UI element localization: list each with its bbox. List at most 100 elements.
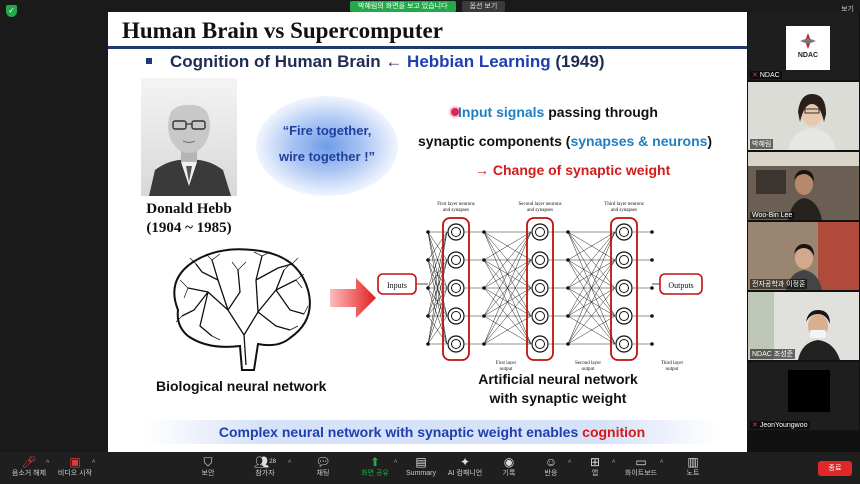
person-name-line1: Donald Hebb	[146, 201, 232, 217]
input-signals-highlight: Input signals	[458, 104, 545, 120]
neuron-core	[619, 227, 629, 237]
layer-3-box	[610, 217, 638, 361]
shield-icon: ⛉	[203, 455, 213, 469]
node-dot	[426, 314, 430, 318]
layer1-caption-line2: and synapses	[443, 208, 469, 213]
participants-label: 참가자	[255, 470, 275, 477]
reactions-button[interactable]: ☺ 반응	[528, 455, 574, 479]
node-dot	[482, 230, 486, 234]
node-dot	[426, 258, 430, 262]
neuron	[615, 223, 633, 241]
layer2-output-line2: output	[582, 367, 595, 372]
neuron	[447, 307, 465, 325]
meeting-toolbar: 🎤︎ 음소거 해제 ^ ▣ 비디오 시작 ^ ⛉ 보안 👥︎28 참가자 ^ 💬…	[0, 452, 860, 484]
synapse-connection	[567, 231, 616, 289]
view-menu-button[interactable]: 보기	[841, 6, 854, 13]
video-off-icon: ▣	[69, 455, 81, 469]
whiteboard-caret-icon[interactable]: ^	[660, 460, 664, 467]
share-screen-label: 화면 공유	[361, 470, 389, 477]
security-shield-icon[interactable]: ✓	[6, 5, 17, 17]
security-button[interactable]: ⛉ 보안	[185, 455, 231, 479]
share-banner: 박혜림의 화면을 보고 있습니다 옵션 보기	[350, 0, 506, 12]
unmute-button[interactable]: 🎤︎ 음소거 해제	[6, 455, 52, 479]
node-dot	[650, 258, 654, 262]
chat-button[interactable]: 💬︎ 채팅	[300, 455, 346, 479]
conclusion-main: Complex neural network with synaptic wei…	[218, 424, 583, 440]
chat-label: 채팅	[316, 470, 330, 477]
node-dot	[650, 230, 654, 234]
ann-svg: Inputs Outputs First layer neurons and s…	[377, 202, 703, 372]
node-dot	[482, 286, 486, 290]
share-screen-button[interactable]: ⬆ 화면 공유	[352, 455, 398, 479]
ndac-logo-text: NDAC	[797, 52, 819, 59]
security-label: 보안	[201, 470, 215, 477]
neuron	[447, 279, 465, 297]
apps-button[interactable]: ⊞ 앱	[572, 455, 618, 479]
node-dot	[482, 314, 486, 318]
inputs-label: Inputs	[387, 281, 407, 290]
node-dot	[566, 286, 570, 290]
participant-name-text: NDAC 조성준	[752, 351, 794, 358]
participant-name: ✕JeonYoungwoo	[750, 421, 810, 429]
neuron	[447, 335, 465, 353]
ai-companion-button[interactable]: ✦ AI 컴패니언	[442, 455, 488, 479]
participant-tile-2[interactable]: 박혜림	[748, 82, 859, 150]
record-button[interactable]: ◉ 기록	[486, 455, 532, 479]
synapse-connection	[483, 231, 532, 261]
summary-button[interactable]: ▤ Summary	[398, 455, 444, 479]
notes-button[interactable]: ▥ 노트	[670, 455, 716, 479]
neuron	[531, 335, 549, 353]
whiteboard-icon: ▭	[635, 455, 647, 469]
participant-tile-6[interactable]: ✕JeonYoungwoo	[748, 362, 859, 430]
mic-off-icon: 🎤︎	[21, 455, 37, 469]
participant-video-feed	[748, 292, 859, 360]
reactions-caret-icon[interactable]: ^	[568, 460, 572, 467]
mic-muted-icon: ✕	[752, 72, 758, 79]
participant-name-text: 박혜림	[752, 141, 772, 148]
change-synaptic-weight-text: → Change of synaptic weight	[475, 162, 671, 178]
neuron	[615, 251, 633, 269]
participant-tile-4[interactable]: 전자공학과 이정훈	[748, 222, 859, 290]
share-caret-icon[interactable]: ^	[394, 460, 398, 467]
participants-button[interactable]: 👥︎28 참가자	[242, 455, 288, 479]
end-meeting-button[interactable]: 종료	[818, 461, 852, 476]
neuron-core	[451, 283, 461, 293]
start-video-button[interactable]: ▣ 비디오 시작	[52, 455, 98, 479]
node-dot	[650, 314, 654, 318]
audio-options-caret-icon[interactable]: ^	[46, 460, 50, 467]
neuron	[615, 307, 633, 325]
view-options-button[interactable]: 옵션 보기	[461, 0, 506, 12]
slide-headline: Cognition of Human Brain ← Hebbian Learn…	[170, 52, 605, 72]
synapse-connection	[567, 259, 616, 345]
neuron	[531, 279, 549, 297]
participants-caret-icon[interactable]: ^	[288, 460, 292, 467]
person-name: Donald Hebb (1904 ~ 1985)	[134, 200, 244, 238]
smile-icon: ☺	[544, 455, 558, 469]
video-options-caret-icon[interactable]: ^	[92, 460, 96, 467]
synapse-connection	[483, 231, 532, 289]
neuron-core	[451, 311, 461, 321]
hebb-quote: “Fire together, wire together !”	[264, 118, 390, 170]
node-dot	[650, 286, 654, 290]
participant-avatar	[788, 370, 830, 412]
participant-name: NDAC 조성준	[750, 349, 796, 359]
participant-tile-ndac[interactable]: NDAC ✕NDAC	[748, 12, 859, 80]
synapse-connection	[567, 231, 616, 345]
participant-video-feed	[748, 222, 859, 290]
artificial-network-label: Artificial neural network with synaptic …	[438, 370, 678, 408]
participant-tile-5[interactable]: NDAC 조성준	[748, 292, 859, 360]
participant-tile-3[interactable]: Woo-Bin Lee	[748, 152, 859, 220]
neuron-core	[535, 227, 545, 237]
quote-glow	[256, 96, 398, 196]
input-signals-rest: passing through	[544, 104, 658, 120]
syn-highlight: synapses & neurons	[570, 133, 708, 149]
participant-name: ✕NDAC	[750, 71, 782, 79]
participants-icon: 👥︎28	[254, 455, 276, 469]
conclusion-cognition: cognition	[582, 424, 646, 440]
syn-post: )	[707, 133, 713, 149]
apps-caret-icon[interactable]: ^	[612, 460, 616, 467]
neuron-core	[619, 311, 629, 321]
quote-line1: “Fire together,	[282, 123, 372, 138]
whiteboard-button[interactable]: ▭ 화이트보드	[618, 455, 664, 479]
